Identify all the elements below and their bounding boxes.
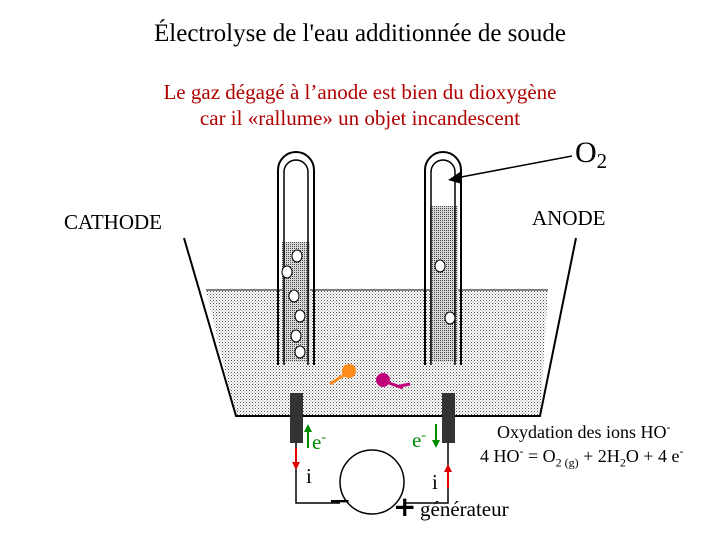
negative-terminal-sign: −: [328, 484, 352, 517]
eq-o2: = O: [523, 446, 556, 466]
current-arrow-right: [444, 464, 452, 488]
eq-reactant: 4 HO: [480, 446, 520, 466]
oxidation-equation: 4 HO- = O2 (g) + 2H2O + 4 e-: [480, 444, 683, 471]
oxidation-text: Oxydation des ions HO: [497, 422, 667, 442]
current-arrow-left: [292, 448, 300, 470]
electron-label-left: e-: [312, 430, 326, 455]
sodium-ion: [376, 373, 411, 390]
eq-reactant-charge: -: [519, 444, 524, 458]
oxidation-title: Oxydation des ions HO-: [497, 420, 671, 443]
cathode-electrode: [290, 393, 303, 443]
anode-electrode: [442, 393, 455, 443]
o2-subscript: 2: [596, 149, 608, 173]
caption-line-1: Le gaz dégagé à l’anode est bien du diox…: [163, 80, 557, 104]
caption-line-2: car il «rallume» un objet incandescent: [199, 106, 521, 130]
current-label-left: i: [306, 464, 312, 488]
eq-electron-charge: -: [679, 444, 684, 458]
vessel: [183, 237, 577, 417]
anode-label: ANODE: [532, 206, 606, 230]
electron-charge-left: -: [321, 430, 326, 445]
electron-arrow-left: [304, 424, 312, 448]
eq-o2-sub: 2 (g): [555, 455, 579, 470]
positive-terminal-sign: +: [393, 490, 417, 523]
generator-symbol: [339, 449, 405, 515]
generator-label: générateur: [420, 497, 509, 521]
oxygen-bubbles: [434, 259, 456, 325]
electron-symbol-left: e: [312, 430, 322, 454]
electron-arrow-right: [432, 424, 440, 448]
electron-charge-right: -: [421, 428, 426, 443]
oxidation-charge: -: [666, 420, 671, 434]
electron-label-right: e-: [412, 428, 426, 453]
o2-label: O2: [575, 136, 607, 174]
o2-pointer-arrow: [448, 155, 573, 184]
hydrogen-bubbles: [281, 249, 306, 359]
o2-symbol: O: [575, 136, 597, 169]
solution: [206, 290, 548, 416]
eq-h2: + 2H: [578, 446, 620, 466]
eq-h2-sub: 2: [619, 455, 626, 470]
cathode-label: CATHODE: [64, 210, 162, 234]
current-label-right: i: [432, 470, 438, 494]
hydroxide-ion: [329, 364, 356, 386]
electron-symbol-right: e: [412, 428, 422, 452]
anode-tube: [424, 151, 462, 365]
eq-rest: O + 4 e: [625, 446, 680, 466]
page-title: Électrolyse de l'eau additionnée de soud…: [154, 20, 566, 47]
